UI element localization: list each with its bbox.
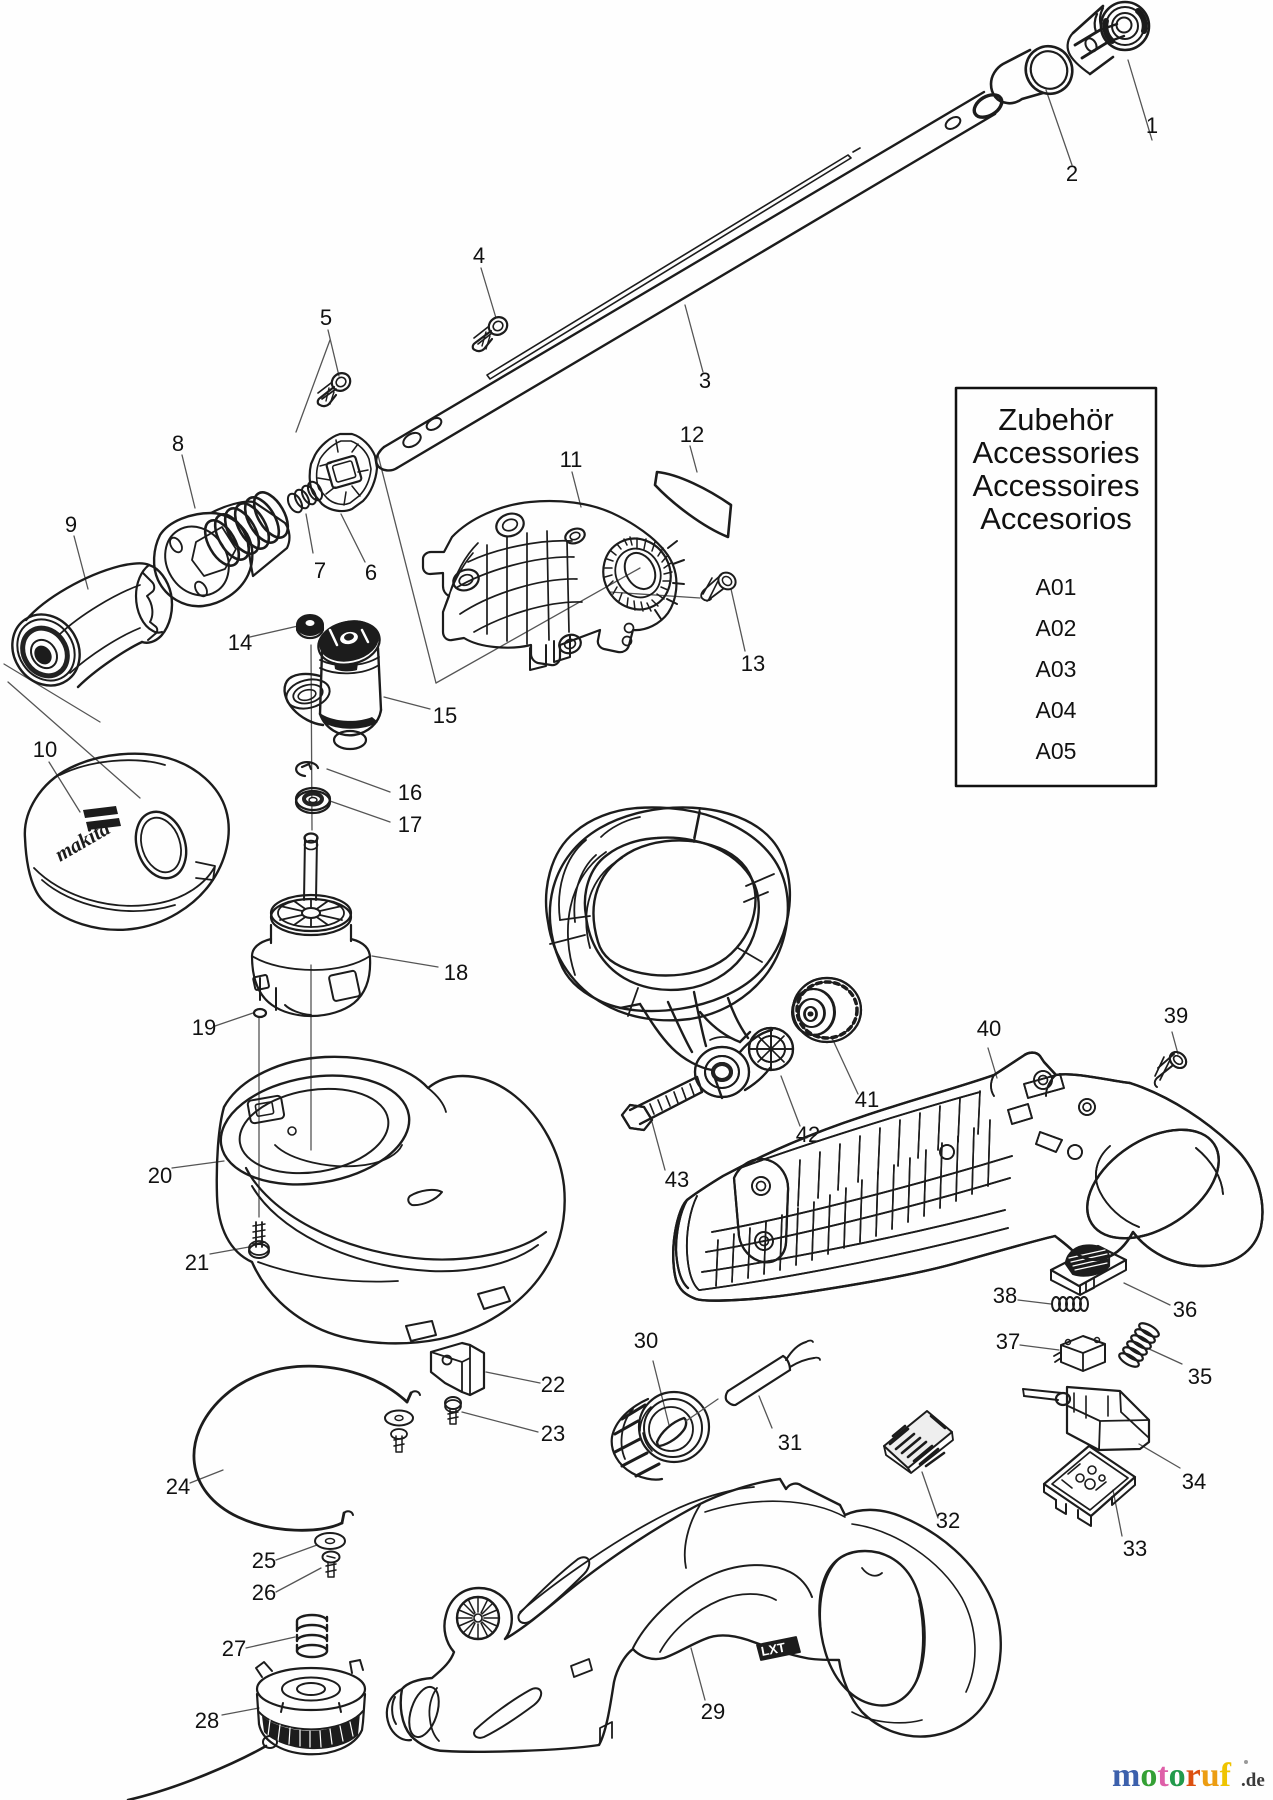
svg-text:.de: .de [1241, 1770, 1265, 1791]
svg-text:41: 41 [855, 1087, 879, 1112]
svg-text:1: 1 [1146, 113, 1158, 138]
svg-text:A03: A03 [1036, 656, 1077, 682]
svg-text:A02: A02 [1036, 615, 1077, 641]
svg-text:31: 31 [778, 1430, 802, 1455]
svg-text:Accesorios: Accesorios [980, 501, 1132, 536]
svg-text:4: 4 [473, 243, 485, 268]
svg-text:38: 38 [993, 1283, 1017, 1308]
svg-text:Accessories: Accessories [972, 435, 1139, 470]
svg-text:30: 30 [634, 1328, 658, 1353]
svg-text:26: 26 [252, 1580, 276, 1605]
svg-text:17: 17 [398, 812, 422, 837]
svg-text:21: 21 [185, 1250, 209, 1275]
svg-text:LXT: LXT [760, 1640, 787, 1659]
svg-text:42: 42 [796, 1122, 820, 1147]
svg-text:35: 35 [1188, 1364, 1212, 1389]
svg-text:15: 15 [433, 703, 457, 728]
svg-text:39: 39 [1164, 1003, 1188, 1028]
svg-text:Accessoires: Accessoires [972, 468, 1139, 503]
svg-text:37: 37 [996, 1329, 1020, 1354]
svg-text:6: 6 [365, 560, 377, 585]
svg-text:9: 9 [65, 512, 77, 537]
svg-text:18: 18 [444, 960, 468, 985]
svg-text:7: 7 [314, 558, 326, 583]
svg-text:24: 24 [166, 1474, 190, 1499]
svg-text:20: 20 [148, 1163, 172, 1188]
svg-text:5: 5 [320, 305, 332, 330]
svg-text:3: 3 [699, 368, 711, 393]
svg-text:10: 10 [33, 737, 57, 762]
svg-text:32: 32 [936, 1508, 960, 1533]
svg-text:19: 19 [192, 1015, 216, 1040]
svg-text:25: 25 [252, 1548, 276, 1573]
svg-text:A04: A04 [1036, 697, 1077, 723]
svg-text:43: 43 [665, 1167, 689, 1192]
svg-text:motoruf: motoruf [1112, 1757, 1232, 1794]
svg-text:11: 11 [560, 447, 583, 472]
svg-text:34: 34 [1182, 1469, 1206, 1494]
svg-text:29: 29 [701, 1699, 725, 1724]
svg-text:makita: makita [51, 816, 115, 867]
svg-text:A05: A05 [1036, 738, 1077, 764]
svg-text:A01: A01 [1036, 574, 1077, 600]
svg-text:Zubehör: Zubehör [998, 402, 1113, 437]
svg-text:8: 8 [172, 431, 184, 456]
svg-text:40: 40 [977, 1016, 1001, 1041]
svg-text:27: 27 [222, 1636, 246, 1661]
svg-text:2: 2 [1066, 161, 1078, 186]
svg-text:12: 12 [680, 422, 704, 447]
svg-text:36: 36 [1173, 1297, 1197, 1322]
svg-text:13: 13 [741, 651, 765, 676]
svg-text:33: 33 [1123, 1536, 1147, 1561]
svg-text:28: 28 [195, 1708, 219, 1733]
svg-text:16: 16 [398, 780, 422, 805]
svg-text:23: 23 [541, 1421, 565, 1446]
svg-text:14: 14 [228, 630, 252, 655]
svg-text:22: 22 [541, 1372, 565, 1397]
